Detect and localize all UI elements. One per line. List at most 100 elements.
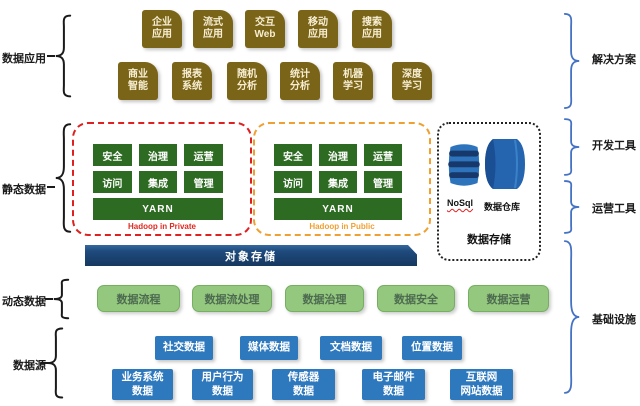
app-box-label: 智能	[128, 81, 148, 92]
data-source-box: 位置数据	[402, 336, 462, 360]
hadoop-private-caption: Hadoop in Private	[127, 222, 196, 231]
data-source-box: 社交数据	[155, 336, 213, 360]
app-box-label: 机器	[343, 69, 363, 80]
hadoop-row: 安全 治理 运营	[274, 144, 402, 166]
app-box: 移动应用	[298, 10, 338, 48]
hadoop-cell: 访问	[274, 171, 312, 193]
app-box-label: 分析	[290, 81, 310, 92]
app-box: 搜索应用	[352, 10, 392, 48]
app-box-label: 学习	[402, 81, 422, 92]
data-store-group: NoSql 数据仓库 数据存储	[437, 122, 541, 261]
data-source-box: 用户行为数据	[192, 369, 253, 400]
app-box-label: 应用	[203, 29, 223, 40]
object-storage-bar: 对象存储	[85, 245, 417, 266]
hadoop-public-caption: Hadoop in Public	[309, 222, 375, 231]
hadoop-cell: 安全	[93, 144, 132, 166]
data-source-box: 互联网网站数据	[450, 369, 513, 400]
label-static-data: 静态数据	[2, 184, 46, 196]
data-source-box: 电子邮件数据	[362, 369, 425, 400]
data-source-box: 媒体数据	[240, 336, 298, 360]
nosql-label: NoSql	[447, 198, 473, 208]
hadoop-public-group: 安全 治理 运营 访问 集成 管理 YARN Hadoop in Public	[253, 122, 431, 236]
app-box-label: 学习	[343, 81, 363, 92]
label-data-applications: 数据应用	[2, 53, 46, 65]
data-source-label: 数据	[383, 384, 404, 397]
dynamic-data-box: 数据治理	[285, 285, 364, 312]
hadoop-cell: 管理	[364, 171, 402, 193]
right-brace-icon	[563, 180, 581, 234]
label-connector	[45, 298, 53, 300]
data-source-label: 互联网	[465, 371, 498, 384]
app-box: 机器学习	[333, 62, 373, 100]
hadoop-cell: 管理	[184, 171, 224, 193]
warehouse-label: 数据仓库	[484, 202, 521, 212]
data-store-caption: 数据存储	[467, 234, 511, 246]
dynamic-data-box: 数据安全	[377, 285, 455, 312]
hadoop-cell: 运营	[184, 144, 224, 166]
dynamic-data-box: 数据流程	[97, 285, 180, 312]
data-source-box: 文档数据	[320, 336, 382, 360]
yarn-bar: YARN	[93, 198, 223, 220]
app-box-label: 交互	[255, 17, 275, 28]
hadoop-cell: 安全	[274, 144, 312, 166]
app-box-label: 流式	[203, 17, 223, 28]
dynamic-data-box: 数据流处理	[192, 285, 272, 312]
right-brace-icon	[563, 12, 581, 110]
app-box: 统计分析	[280, 62, 320, 100]
hadoop-public-grid: 安全 治理 运营 访问 集成 管理 YARN	[274, 144, 402, 220]
data-source-label: 网站数据	[460, 384, 503, 397]
data-source-label: 用户行为	[201, 371, 244, 384]
app-box-label: 报表	[182, 69, 202, 80]
app-box-label: 应用	[362, 29, 382, 40]
app-box: 商业智能	[118, 62, 158, 100]
data-source-box: 业务系统数据	[112, 369, 173, 400]
label-ops-tools: 运营工具	[592, 203, 636, 215]
label-infrastructure: 基础设施	[592, 314, 636, 326]
hadoop-row: 访问 集成 管理	[274, 171, 402, 193]
data-source-label: 电子邮件	[372, 371, 415, 384]
hadoop-cell: 访问	[93, 171, 132, 193]
label-solutions: 解决方案	[592, 54, 636, 66]
yarn-bar: YARN	[274, 198, 402, 220]
right-brace-icon	[563, 238, 581, 396]
data-warehouse-icon	[485, 139, 525, 189]
app-box: 深度学习	[392, 62, 432, 100]
app-box-label: 随机	[237, 69, 257, 80]
app-box-label: 搜索	[362, 17, 382, 28]
label-connector	[41, 362, 48, 364]
app-box-label: 企业	[152, 17, 172, 28]
app-box-label: 应用	[152, 29, 172, 40]
right-brace-icon	[563, 118, 581, 176]
hadoop-cell: 运营	[364, 144, 402, 166]
label-dynamic-data: 动态数据	[2, 296, 46, 308]
app-box: 随机分析	[227, 62, 267, 100]
label-connector	[47, 55, 55, 57]
left-brace-icon	[52, 279, 70, 319]
hadoop-cell: 治理	[319, 144, 357, 166]
data-source-label: 数据	[132, 384, 153, 397]
dynamic-data-box: 数据运营	[468, 285, 549, 312]
app-box-label: 应用	[308, 29, 328, 40]
data-source-label: 数据	[293, 384, 314, 397]
app-box: 报表系统	[172, 62, 212, 100]
data-source-label: 数据	[212, 384, 233, 397]
hadoop-row: 安全 治理 运营	[93, 144, 224, 166]
hadoop-cell: 集成	[319, 171, 357, 193]
hadoop-row: 访问 集成 管理	[93, 171, 224, 193]
left-brace-icon	[54, 122, 72, 234]
hadoop-private-group: 安全 治理 运营 访问 集成 管理 YARN Hadoop in Private	[72, 122, 252, 236]
label-dev-tools: 开发工具	[592, 140, 636, 152]
left-brace-icon	[54, 14, 72, 98]
app-box-label: 系统	[182, 81, 202, 92]
app-box-label: 深度	[402, 69, 422, 80]
left-brace-icon	[46, 327, 64, 399]
data-source-label: 业务系统	[121, 371, 164, 384]
app-box-label: 统计	[290, 69, 310, 80]
hadoop-cell: 集成	[138, 171, 178, 193]
app-box-label: 移动	[308, 17, 328, 28]
hadoop-cell: 治理	[138, 144, 178, 166]
nosql-database-icon	[448, 144, 480, 186]
app-box-label: 分析	[237, 81, 257, 92]
